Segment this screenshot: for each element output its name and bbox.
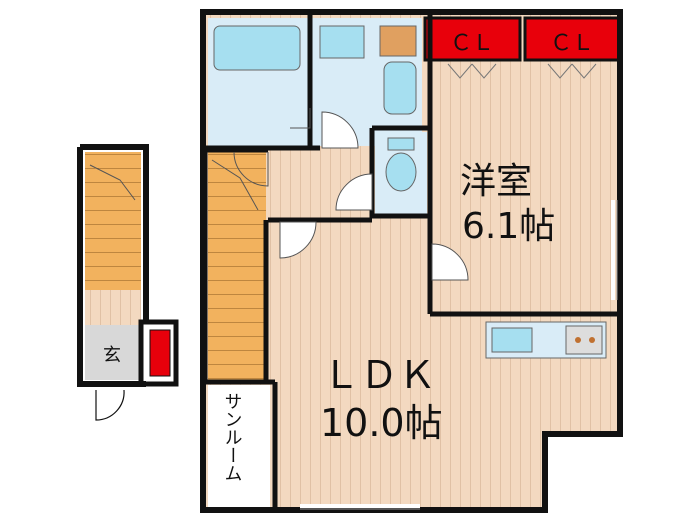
toilet-icon — [385, 152, 417, 192]
wash-basin-icon — [319, 25, 365, 59]
toilet-door — [335, 173, 373, 211]
wash-door — [321, 111, 359, 149]
main-unit: ＣＬ ＣＬ — [200, 9, 623, 513]
western-room-size: 6.1帖 — [462, 206, 555, 247]
ldk-size: 10.0帖 — [320, 401, 443, 445]
ldk-name: ＬＤＫ — [322, 353, 436, 397]
entrance-label: 玄 — [103, 345, 121, 366]
entry-door — [95, 389, 125, 421]
stair-entrance-block: 玄 — [77, 144, 179, 421]
bath-door — [290, 108, 311, 129]
sunroom — [208, 385, 274, 507]
landing — [85, 290, 141, 325]
western-room-name: 洋室 — [460, 161, 532, 202]
ldk-door — [279, 221, 317, 259]
closet-1 — [423, 16, 522, 62]
inner-walls — [202, 15, 620, 510]
stair-door — [233, 151, 269, 187]
stair-lower — [85, 152, 141, 290]
closet-2-label: ＣＬ — [550, 31, 594, 56]
entrance-floor — [85, 325, 141, 380]
stairs — [208, 150, 266, 382]
bathtub-icon — [213, 25, 301, 71]
stove-icon — [565, 325, 603, 355]
closet-1-label: ＣＬ — [450, 31, 494, 56]
sink-icon — [491, 327, 533, 353]
laundry-pan-icon — [379, 25, 417, 57]
bedroom-door — [431, 243, 469, 281]
washer-icon — [383, 61, 417, 115]
sunroom-label: サンルーム — [222, 392, 243, 482]
walls — [200, 9, 623, 513]
